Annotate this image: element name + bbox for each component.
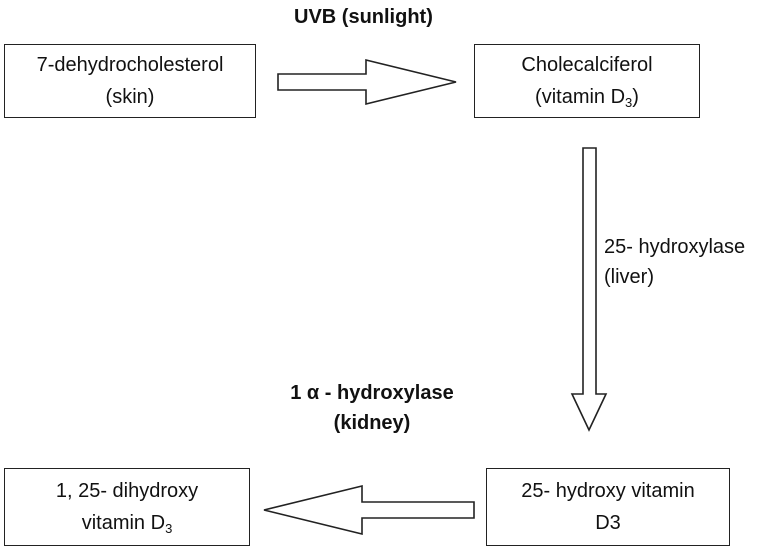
arrow-down: [570, 147, 608, 432]
hydroxylase-1a-label: 1 α - hydroxylase (kidney): [262, 378, 482, 438]
hydroxylase-25-label-line1: 25- hydroxylase: [604, 236, 746, 258]
node-7-dehydrocholesterol-location: (skin): [105, 86, 155, 108]
node-25-hydroxy-vitamin-d3-line1: 25- hydroxy vitamin: [521, 480, 695, 502]
uvb-label: UVB (sunlight): [294, 6, 433, 28]
node-1-25-dihydroxy-vitamin-d3-line2: vitamin D3: [81, 512, 173, 536]
arrow-right: [277, 58, 457, 106]
hydroxylase-1a-label-line1: 1 α - hydroxylase: [290, 382, 454, 404]
hydroxylase-25-label: 25- hydroxylase (liver): [604, 232, 745, 292]
node-7-dehydrocholesterol-name: 7-dehydrocholesterol: [36, 54, 224, 76]
node-1-25-dihydroxy-vitamin-d3-line1: 1, 25- dihydroxy: [55, 480, 199, 502]
node-cholecalciferol-subtitle: (vitamin D3): [535, 86, 639, 110]
node-25-hydroxy-vitamin-d3: 25- hydroxy vitamin D3: [486, 468, 730, 546]
node-cholecalciferol: Cholecalciferol (vitamin D3): [474, 44, 700, 118]
node-25-hydroxy-vitamin-d3-line2: D3: [595, 512, 621, 534]
hydroxylase-1a-label-line2: (kidney): [333, 412, 411, 434]
node-cholecalciferol-name: Cholecalciferol: [521, 54, 653, 76]
arrow-left: [263, 484, 475, 536]
node-1-25-dihydroxy-vitamin-d3: 1, 25- dihydroxy vitamin D3: [4, 468, 250, 546]
hydroxylase-25-label-line2: (liver): [604, 266, 654, 288]
node-7-dehydrocholesterol: 7-dehydrocholesterol (skin): [4, 44, 256, 118]
